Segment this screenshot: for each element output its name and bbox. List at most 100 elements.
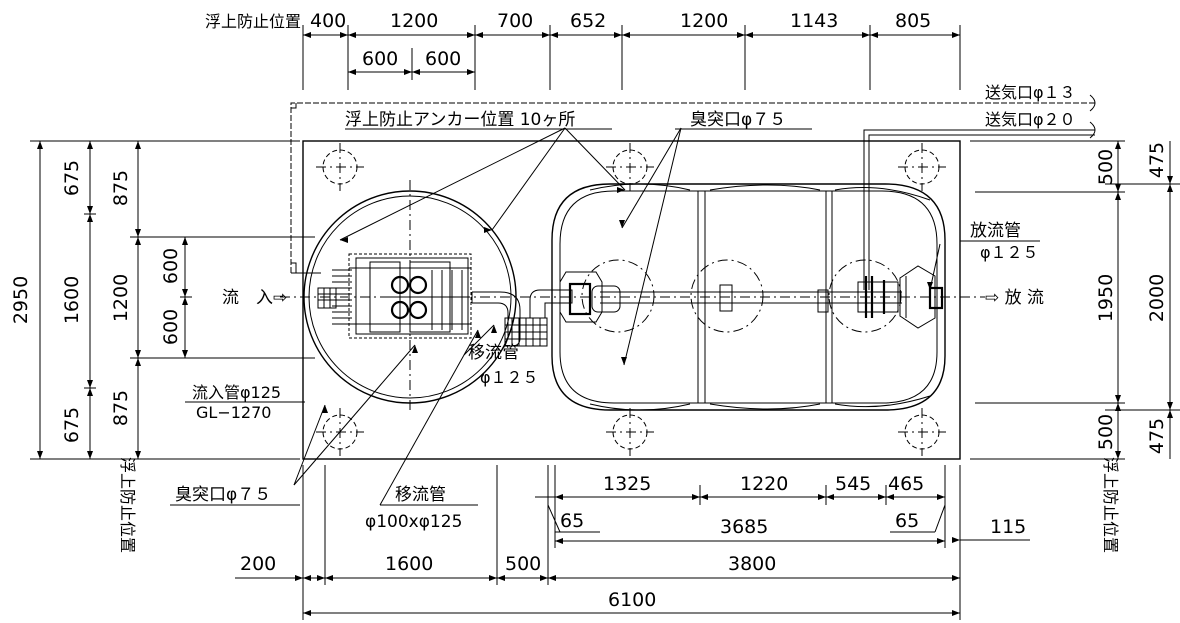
dimension-arrowhead (182, 237, 188, 245)
dimension-arrowhead (862, 32, 870, 38)
dimension-arrowhead (1115, 141, 1121, 149)
dimension-arrowhead (621, 357, 627, 365)
dimension-arrowhead (952, 575, 960, 581)
dimension-arrowhead (870, 32, 878, 38)
bottom-dim-545: 545 (835, 473, 871, 495)
dimension-arrowhead (295, 575, 303, 581)
bottom-dim-65b: 65 (895, 510, 919, 532)
dimension-arrowhead (467, 32, 475, 38)
dimension-arrowhead (619, 220, 625, 228)
dimension-arrowhead (182, 289, 188, 297)
transfer-pipe-label: 移流管 (468, 343, 519, 363)
dimension-arrowhead (952, 32, 960, 38)
bottom-dim-1325: 1325 (603, 473, 651, 495)
dimension-arrowhead (87, 141, 93, 149)
dimension-arrowhead (1115, 395, 1121, 403)
dimension-arrowhead (1115, 403, 1121, 411)
air-supply-20-label: 送気口φ２０ (985, 110, 1076, 129)
inflow-pipe-label: 流入管φ125 (192, 383, 281, 402)
right-dim-475b: 475 (1146, 418, 1168, 454)
dimension-arrowhead (1167, 176, 1173, 184)
anchor-marker (606, 408, 654, 456)
dimension-arrowhead (325, 575, 333, 581)
top-dim-700: 700 (497, 10, 533, 32)
left-dim-600a: 600 (160, 248, 182, 284)
top-sub-dim-600a: 600 (362, 48, 398, 70)
dimension-arrowhead (37, 451, 43, 459)
top-sub-dim-600b: 600 (425, 48, 461, 70)
top-dim-1200a: 1200 (390, 10, 438, 32)
dimension-arrowhead (182, 297, 188, 305)
dimension-arrowhead (135, 451, 141, 459)
dimension-arrowhead (135, 358, 141, 366)
transfer-pipe-diameter: φ１２５ (480, 368, 539, 387)
dimension-arrowhead (87, 380, 93, 388)
discharge-pipe-label: 放流管 (970, 221, 1021, 241)
top-dim-652: 652 (570, 10, 606, 32)
dimension-arrowhead (87, 388, 93, 396)
dimension-arrowhead (617, 187, 625, 193)
dimension-arrowhead (87, 214, 93, 222)
left-dim-875b: 875 (110, 390, 132, 426)
bottom-dim-500: 500 (505, 553, 541, 575)
right-dim-1950: 1950 (1095, 274, 1117, 322)
dimension-arrowhead (555, 494, 563, 500)
left-dim-675a: 675 (61, 160, 83, 196)
anchor-marker (316, 143, 364, 191)
transfer-pipe-2-diameter: φ100xφ125 (365, 512, 462, 532)
float-prevention-label-right: 浮上防止位置 (1101, 457, 1120, 553)
dimension-arrowhead (548, 575, 556, 581)
bottom-dim-200: 200 (240, 553, 276, 575)
left-dim-1200: 1200 (110, 274, 132, 322)
leader-lines (293, 127, 941, 506)
dimension-arrowhead (87, 451, 93, 459)
dimension-arrowhead (745, 32, 753, 38)
right-dim-2000: 2000 (1146, 274, 1168, 322)
gl-level-label: GL−1270 (196, 403, 271, 422)
dimension-arrowhead (952, 537, 960, 543)
chamber-circle (581, 259, 655, 333)
right-dim-475a: 475 (1146, 142, 1168, 178)
base-slab (302, 140, 961, 460)
left-dim-875a: 875 (110, 170, 132, 206)
dimension-arrowhead (489, 575, 497, 581)
air-supply-pipe-13 (290, 102, 1095, 273)
dimension-arrowhead (484, 227, 492, 233)
dimension-arrowhead (412, 69, 420, 75)
bottom-dim-1600: 1600 (385, 553, 433, 575)
dimension-arrowhead (322, 405, 328, 413)
dimension-arrowhead (614, 32, 622, 38)
left-dim-600b: 600 (160, 309, 182, 345)
dimension-arrowhead (182, 350, 188, 358)
dimension-arrowhead (37, 141, 43, 149)
dimension-arrowhead (1167, 402, 1173, 410)
dimension-arrowhead (303, 32, 311, 38)
anchor-positions-label: 浮上防止アンカー位置 10ヶ所 (345, 110, 575, 130)
dimension-arrowhead (737, 32, 745, 38)
chamber-circle (690, 259, 764, 333)
chamber-circle (828, 259, 902, 333)
transfer-pipe-2-label: 移流管 (395, 485, 446, 505)
top-dim-1143: 1143 (790, 10, 838, 32)
dimension-arrowhead (475, 32, 483, 38)
dimension-arrowhead (1167, 184, 1173, 192)
odor-vent-label-bottom: 臭突口φ７５ (175, 485, 271, 505)
dimension-arrowhead (412, 345, 418, 353)
right-dim-500b: 500 (1095, 414, 1117, 450)
right-dim-500a: 500 (1095, 149, 1117, 185)
dimension-arrowhead (622, 32, 630, 38)
inlet-pipe-box (317, 287, 337, 309)
dimension-arrowhead (303, 575, 311, 581)
dimension-arrowhead (135, 350, 141, 358)
dimension-arrowhead (340, 32, 348, 38)
dimension-arrowhead (404, 69, 412, 75)
dimension-arrowhead (927, 282, 933, 290)
dimension-arrowhead (886, 494, 894, 500)
dimension-arrowhead (555, 538, 563, 544)
bottom-dim-65a: 65 (560, 510, 584, 532)
anchor-marker (898, 143, 946, 191)
dimension-arrowhead (692, 494, 700, 500)
capsule-tank-inner (559, 190, 938, 404)
float-prevention-label-top: 浮上防止位置 (205, 12, 301, 31)
pretreatment-equipment (332, 253, 472, 339)
